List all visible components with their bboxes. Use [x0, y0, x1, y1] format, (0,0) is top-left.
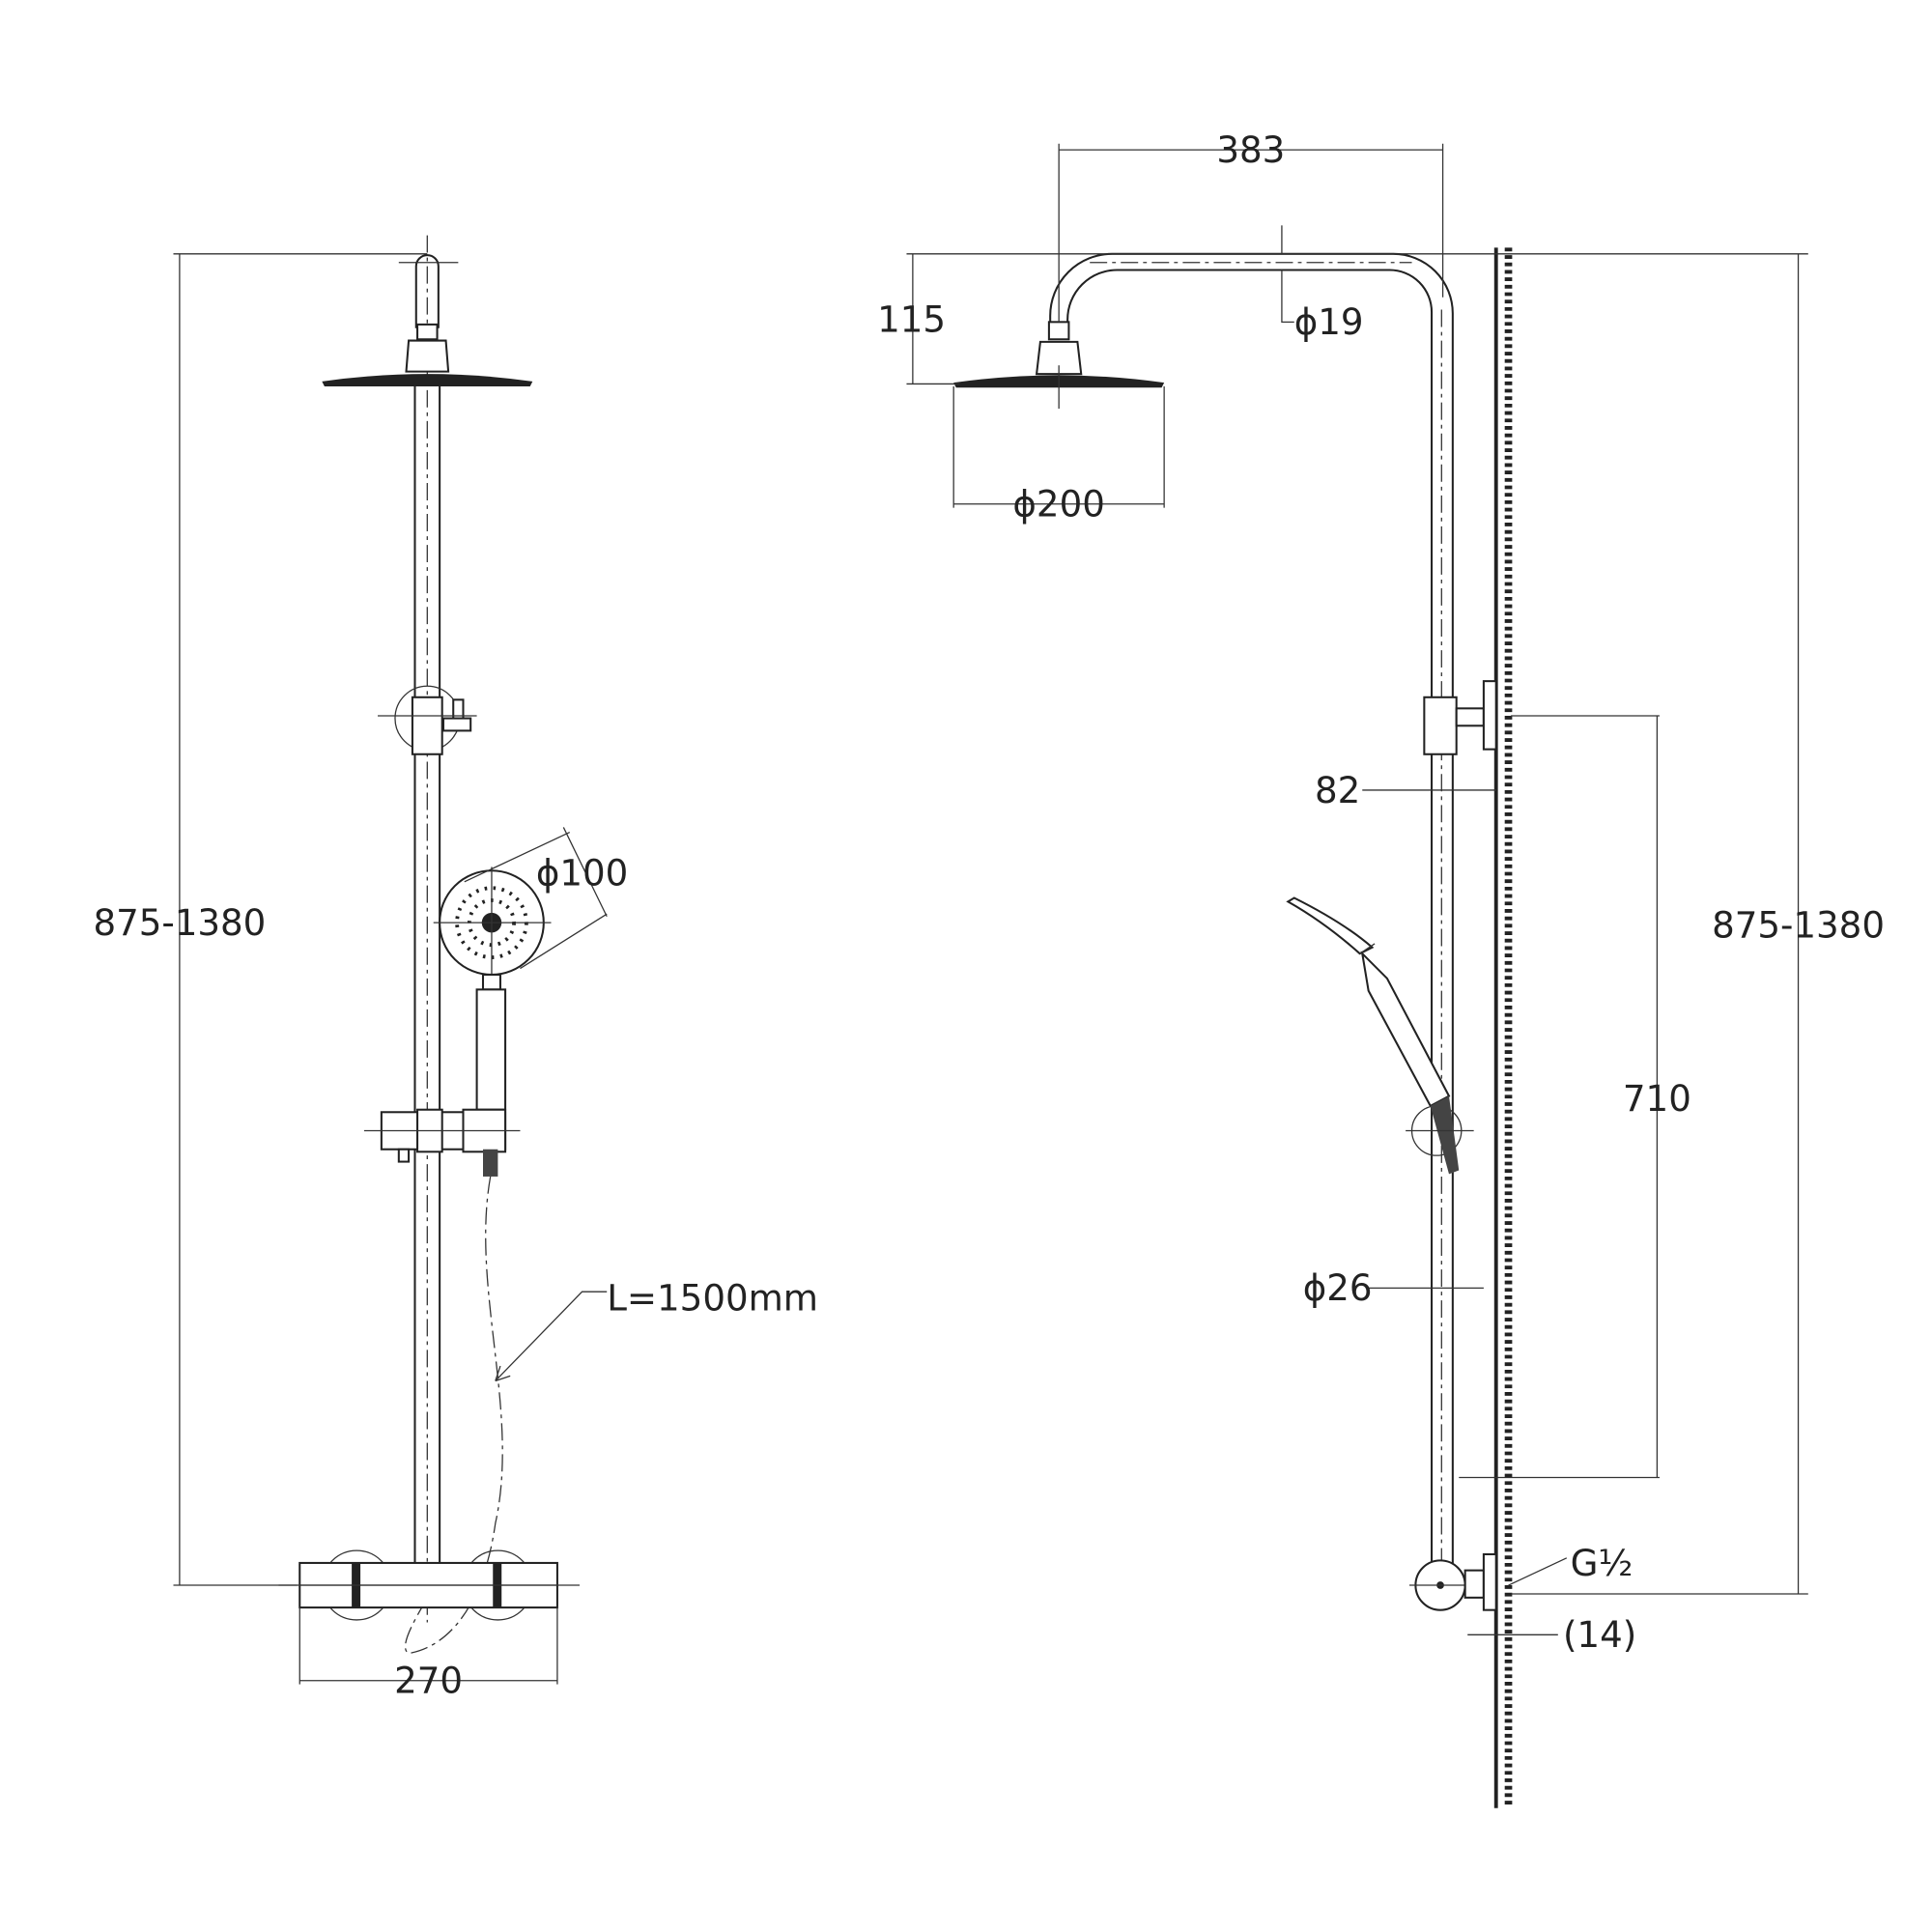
- wall: [1493, 247, 1513, 1808]
- side-hand-shower: [1286, 896, 1474, 1175]
- side-top-dimensions: 383 115 ϕ19 ϕ200: [877, 128, 1808, 526]
- arm-diameter-label: ϕ19: [1294, 300, 1364, 343]
- riser-diameter-label: ϕ26: [1303, 1266, 1373, 1309]
- bracket-spacing-dimension: 710: [1459, 715, 1691, 1479]
- side-arm-and-riser: [1049, 252, 1454, 1586]
- side-height-dimension: 875-1380: [1511, 253, 1885, 1595]
- side-view: 383 115 ϕ19 ϕ200 82 710: [877, 128, 1885, 1808]
- handshower-diameter-label: ϕ100: [536, 852, 628, 895]
- hose-length-label: L=1500mm: [607, 1276, 818, 1319]
- riser-diameter-dimension: ϕ26: [1303, 1266, 1484, 1309]
- front-hand-shower: ϕ100: [433, 827, 628, 1111]
- arm-projection-label: 383: [1216, 128, 1285, 171]
- inlet-thread-label: G½: [1571, 1542, 1634, 1584]
- head-drop-label: 115: [877, 298, 946, 341]
- side-height-label: 875-1380: [1712, 904, 1885, 947]
- head-diameter-label: ϕ200: [1012, 483, 1104, 526]
- front-slider-bracket: [363, 1108, 521, 1177]
- front-view: 875-1380: [93, 235, 818, 1702]
- riser-offset-label: 82: [1315, 769, 1360, 811]
- front-riser-pipe: [398, 235, 459, 1623]
- front-height-dimension: 875-1380: [93, 253, 428, 1586]
- side-rain-shower-head: [953, 321, 1165, 410]
- side-inlet-connector: G½ (14): [1408, 1542, 1636, 1656]
- front-hose: L=1500mm: [404, 1176, 818, 1655]
- front-height-label: 875-1380: [93, 901, 266, 944]
- side-wall-bracket: 82: [1315, 680, 1497, 811]
- front-rain-shower-head: [322, 323, 533, 386]
- bracket-spacing-label: 710: [1623, 1077, 1691, 1120]
- wall-offset-label: (14): [1563, 1613, 1636, 1656]
- bar-width-label: 270: [394, 1660, 463, 1702]
- front-upper-clamp: [378, 685, 477, 755]
- front-thermostatic-bar: 270: [278, 1549, 580, 1702]
